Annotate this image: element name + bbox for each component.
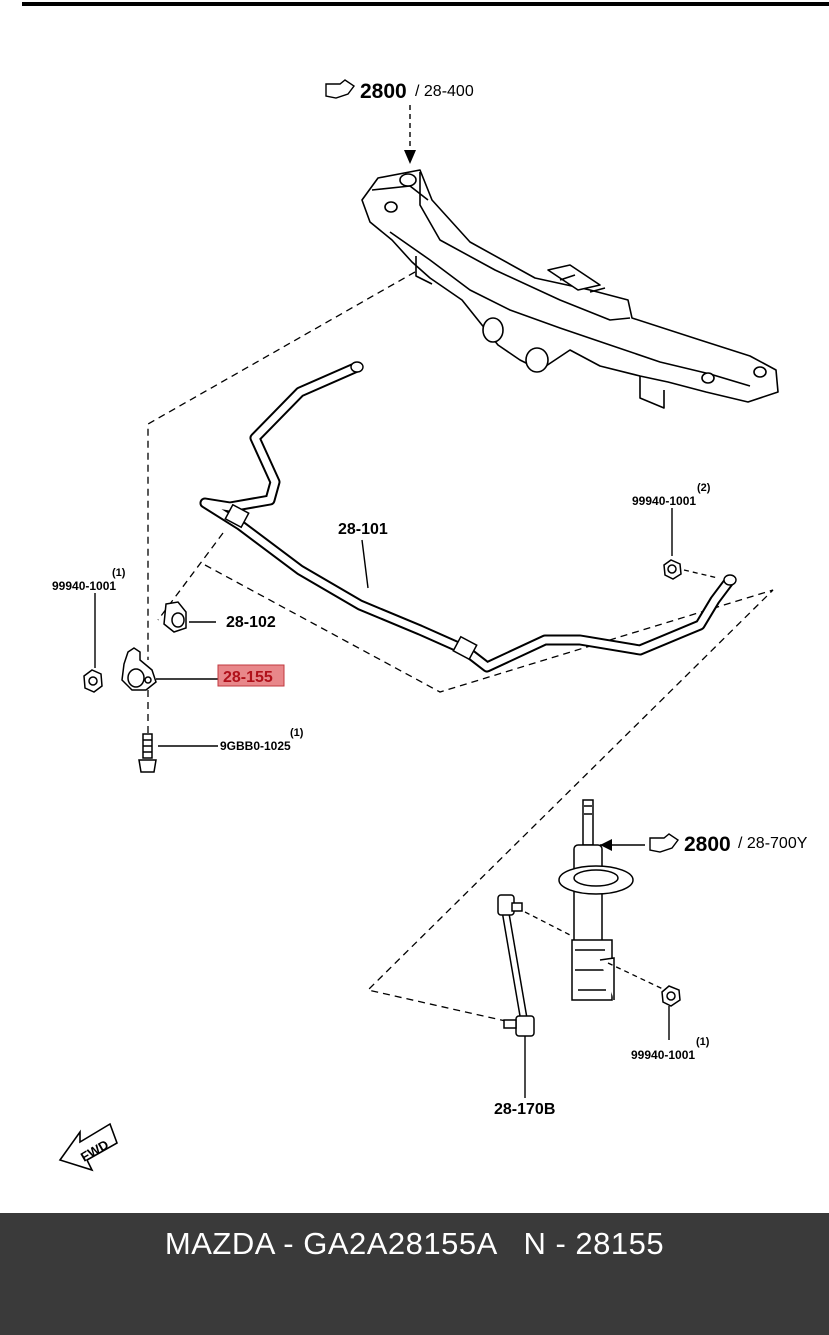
footer-bar: [0, 1213, 829, 1335]
qty-nut-left: (1): [112, 567, 126, 579]
part-label-link[interactable]: 28-170B: [494, 1101, 555, 1118]
bracket: [121, 647, 157, 691]
ref-strut-bold: 2800: [684, 833, 731, 856]
nut-left: [83, 669, 103, 693]
ref-strut-rest: / 28-700Y: [738, 835, 808, 852]
code-nut-left[interactable]: 99940-1001: [52, 579, 116, 593]
highlight-box: [217, 664, 285, 687]
bushing: [163, 601, 187, 633]
ref-crossmember[interactable]: 2800 / 28-400: [325, 79, 474, 103]
stabilizer-bar: [199, 361, 737, 673]
pointing-hand-icon: [325, 79, 356, 99]
nut-strut: [661, 985, 681, 1007]
parts-diagram: 2800 / 28-400 28-101 28-102 28-155 (1) 9…: [22, 2, 829, 1172]
code-nut-right[interactable]: 99940-1001: [632, 494, 696, 508]
part-label-bushing[interactable]: 28-102: [226, 614, 276, 631]
footer-caption: MAZDA - GA2A28155A N - 28155: [164, 1226, 665, 1261]
part-label-stabilizer[interactable]: 28-101: [338, 521, 388, 538]
pointing-hand-icon: [649, 833, 680, 853]
qty-bolt: (1): [290, 727, 304, 739]
qty-nut-strut: (1): [696, 1036, 710, 1048]
crossmember: [361, 169, 779, 409]
fwd-arrow-icon: FWD: [58, 1122, 118, 1172]
nut-right: [663, 559, 682, 580]
bolt: [138, 733, 157, 773]
ref-crossmember-bold: 2800: [360, 80, 407, 103]
part-label-bracket[interactable]: 28-155: [223, 669, 273, 686]
ref-crossmember-rest: / 28-400: [415, 83, 474, 100]
ref-strut[interactable]: 2800 / 28-700Y: [649, 833, 808, 856]
code-bolt[interactable]: 9GBB0-1025: [220, 739, 291, 753]
qty-nut-right: (2): [697, 482, 711, 494]
stabilizer-link: [497, 894, 535, 1037]
strut: [558, 799, 634, 1001]
code-nut-strut[interactable]: 99940-1001: [631, 1048, 695, 1062]
